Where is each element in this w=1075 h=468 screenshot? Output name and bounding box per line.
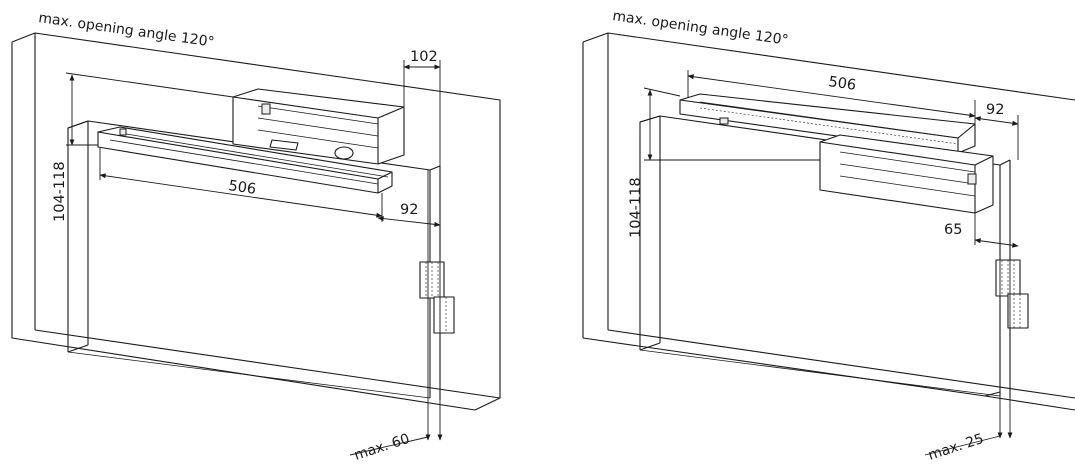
right-dimensions [643,70,1019,456]
right-hinges [995,259,1029,329]
left-dim-92-label: 92 [400,202,418,218]
left-wall-frame [11,32,501,411]
left-dim-506-label: 506 [227,178,257,198]
right-dim-92-label: 92 [986,102,1004,118]
left-dim-height-label: 104-118 [52,161,68,222]
left-dim-reveal-label: max. 60 [352,431,411,464]
left-diagram: max. opening angle 120° 102 104-118 506 … [11,10,501,464]
left-hinges [419,261,455,334]
right-dim-reveal-label: max. 25 [926,431,985,464]
left-dimensions [65,60,443,456]
left-labels: max. opening angle 120° 102 104-118 506 … [37,10,437,464]
right-diagram: max. opening angle 120° 506 92 104-118 6… [582,8,1075,464]
right-angle-label: max. opening angle 120° [611,8,789,49]
right-dim-506-label: 506 [827,74,857,94]
right-closer-body [819,134,994,214]
right-labels: max. opening angle 120° 506 92 104-118 6… [611,8,1004,464]
right-dim-65-label: 65 [944,222,962,238]
left-angle-label: max. opening angle 120° [37,10,215,51]
left-dim-102-label: 102 [410,49,438,65]
right-dim-height-label: 104-118 [628,177,644,238]
